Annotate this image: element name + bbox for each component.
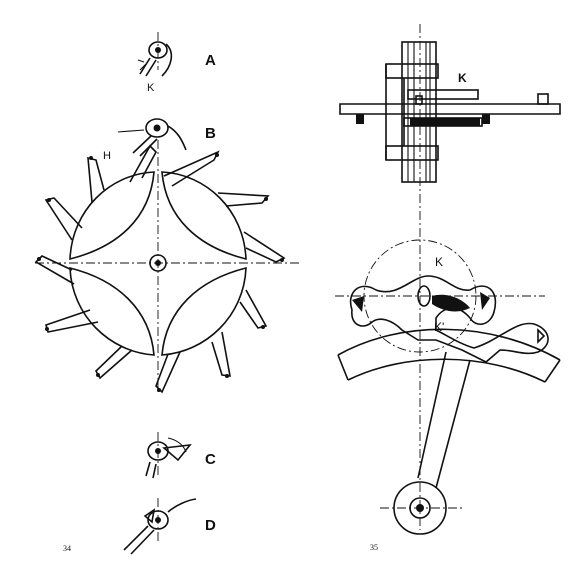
detail-b bbox=[117, 118, 187, 157]
label-k-detail-a: K bbox=[147, 82, 155, 94]
plan-view bbox=[335, 239, 561, 535]
label-d: D bbox=[205, 517, 216, 534]
label-k-plan: K bbox=[435, 255, 443, 269]
figure-35: K K K' bbox=[335, 24, 561, 552]
label-k-elevation: K bbox=[458, 71, 467, 85]
label-c: C bbox=[205, 451, 216, 468]
escape-wheel bbox=[34, 140, 300, 395]
label-a: A bbox=[205, 52, 216, 69]
label-b: B bbox=[205, 125, 216, 142]
detail-d bbox=[123, 498, 197, 555]
elevation-view bbox=[339, 24, 561, 245]
figure-34: A K B H bbox=[34, 32, 300, 555]
label-k-prime: K' bbox=[434, 320, 444, 334]
figure-number-35: 35 bbox=[370, 543, 378, 552]
detail-a bbox=[137, 32, 173, 77]
detail-c bbox=[145, 432, 192, 479]
figure-number-34: 34 bbox=[63, 544, 71, 553]
label-h: H bbox=[103, 150, 111, 162]
